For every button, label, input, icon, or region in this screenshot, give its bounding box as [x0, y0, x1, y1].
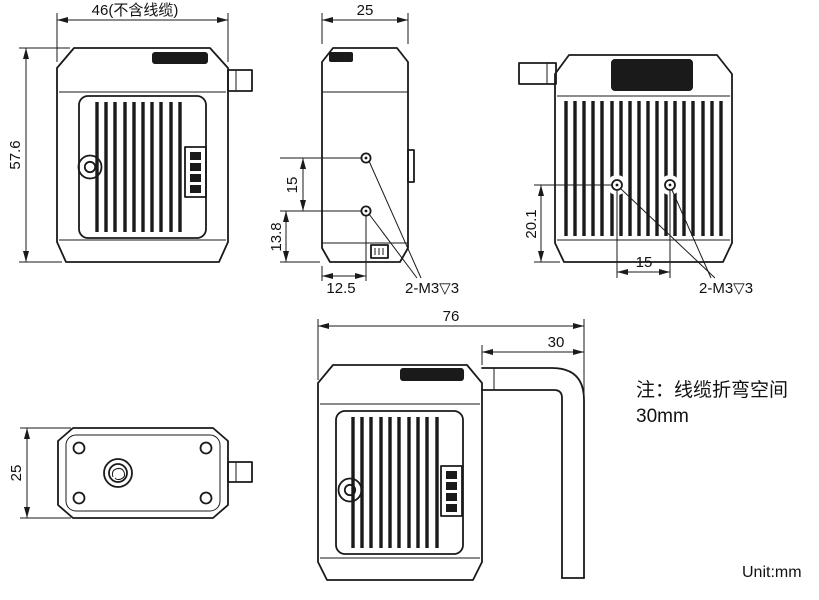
rear-hole-height-dim: 20.1: [523, 184, 612, 263]
cable-view-connector-block: [440, 465, 463, 517]
front-width-dim: 46(不含线缆): [56, 2, 229, 62]
front-connector-block: [184, 146, 207, 198]
unit-label: Unit:mm: [742, 564, 802, 581]
view-cable-bend: [317, 364, 585, 581]
side-hole-offset-dim: 12.5: [321, 216, 367, 297]
side-hole-bottom-dim: 13.8: [268, 211, 320, 263]
note: 注：线缆折弯空间 30mm: [636, 379, 788, 427]
rear-body-outline: [554, 54, 733, 263]
front-width-label: 46(不含线缆): [92, 2, 179, 19]
overall-width-label: 76: [443, 308, 460, 325]
front-body-outline: [56, 47, 229, 263]
front-height-label: 57.6: [7, 140, 24, 169]
rear-heatsink-fins: [564, 101, 723, 236]
front-lens: [77, 154, 103, 180]
view-rear: [518, 54, 733, 263]
rear-hole-right: [660, 175, 680, 195]
side-bottom-port: [370, 244, 389, 259]
bend-space-dim: 30: [481, 334, 584, 365]
side-hole-top: [360, 152, 372, 164]
rear-thread-callout: 2-M3▽3: [620, 188, 753, 297]
top-inner-edge: [65, 434, 221, 512]
side-width-label: 25: [357, 2, 374, 19]
cable-view-fins: [351, 417, 439, 548]
side-top-connector: [329, 52, 353, 62]
side-thread-callout: 2-M3▽3: [368, 160, 459, 297]
front-lens-inner: [83, 160, 97, 174]
side-hole-pitch-label: 15: [284, 177, 301, 194]
view-side: [321, 47, 415, 263]
logo-glyph: [111, 467, 126, 481]
top-cable-stub: [227, 461, 253, 483]
cable-view-lens: [337, 477, 363, 503]
cable-bend: [481, 367, 585, 579]
top-logo: [103, 458, 133, 488]
front-lens-outer: [77, 154, 103, 180]
side-hole-offset-label: 12.5: [326, 280, 355, 297]
front-top-connector: [152, 52, 208, 64]
rear-top-connector: [611, 59, 693, 91]
side-width-dim: 25: [321, 2, 409, 44]
rear-hole-pitch-dim: 15: [616, 191, 671, 278]
view-top: [57, 427, 253, 519]
front-connector-pins: [190, 152, 201, 193]
front-cable-stub: [227, 69, 253, 92]
rear-hole-pitch-label: 15: [636, 254, 653, 271]
note-line1: 注：线缆折弯空间: [636, 379, 788, 401]
side-clip: [407, 149, 415, 183]
cable-view-fin-panel: [335, 410, 464, 555]
overall-width-dim: 76: [317, 308, 585, 397]
front-heatsink-fins: [95, 102, 182, 232]
side-thread-label: 2-M3▽3: [405, 280, 459, 297]
side-hole-bottom-label: 13.8: [268, 222, 285, 251]
side-body-outline: [321, 47, 409, 263]
top-body-outline: [57, 427, 229, 519]
rear-thread-label: 2-M3▽3: [699, 280, 753, 297]
front-height-dim: 57.6: [7, 47, 70, 263]
side-hole-pitch-dim: 15: [280, 157, 361, 212]
note-line2: 30mm: [636, 406, 689, 427]
cable-view-top-connector: [400, 368, 464, 381]
rear-hole-height-label: 20.1: [523, 209, 540, 238]
cable-view-body-outline: [317, 364, 483, 581]
cable-view-connector-pins: [446, 471, 457, 512]
top-corner-holes: [72, 441, 213, 505]
rear-cable-stub: [518, 62, 557, 85]
top-depth-label: 25: [8, 465, 25, 482]
bend-space-label: 30: [548, 334, 565, 351]
top-depth-dim: 25: [8, 427, 71, 519]
view-front: [56, 47, 253, 263]
side-hole-bottom: [360, 205, 372, 217]
